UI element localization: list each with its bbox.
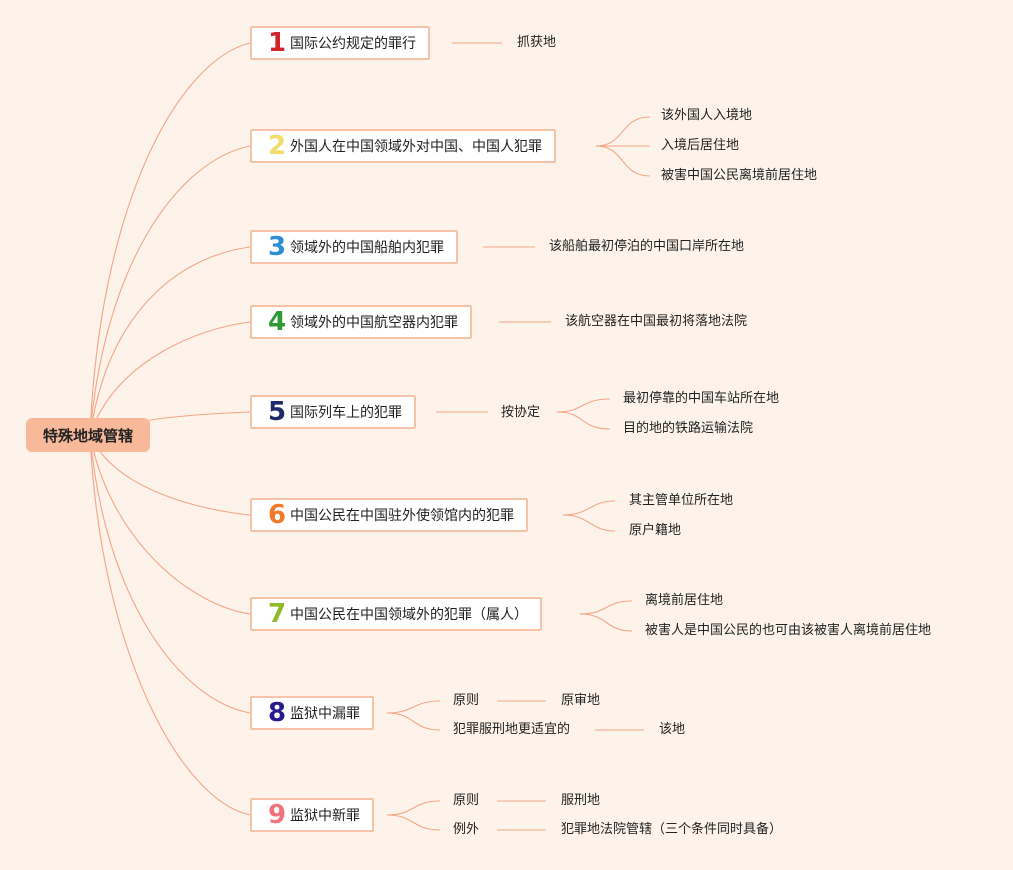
leaf-node[interactable]: 目的地的铁路运输法院 xyxy=(623,421,754,436)
topic-label: 监狱中新罪 xyxy=(290,808,360,824)
leaf-node[interactable]: 例外 xyxy=(453,822,480,837)
leaf-node[interactable]: 该外国人入境地 xyxy=(661,108,753,123)
topic-node-4[interactable]: 4 领域外的中国航空器内犯罪 xyxy=(250,305,472,339)
topic-label: 中国公民在中国驻外使领馆内的犯罪 xyxy=(290,508,514,524)
mid-node[interactable]: 按协定 xyxy=(501,405,541,420)
leaf-node[interactable]: 抓获地 xyxy=(517,35,557,50)
leaf-node[interactable]: 犯罪地法院管辖（三个条件同时具备） xyxy=(561,822,783,837)
topic-label: 领域外的中国航空器内犯罪 xyxy=(290,315,458,331)
leaf-node[interactable]: 该地 xyxy=(659,722,686,737)
leaf-node[interactable]: 该船舶最初停泊的中国口岸所在地 xyxy=(549,239,745,254)
number-badge: 3 xyxy=(268,232,287,262)
topic-node-6[interactable]: 6 中国公民在中国驻外使领馆内的犯罪 xyxy=(250,498,528,532)
leaf-node[interactable]: 入境后居住地 xyxy=(661,138,740,153)
root-node[interactable]: 特殊地域管辖 xyxy=(26,418,150,452)
topic-label: 国际公约规定的罪行 xyxy=(290,36,416,52)
leaf-node[interactable]: 原则 xyxy=(453,693,480,708)
leaf-node[interactable]: 原审地 xyxy=(561,693,601,708)
topic-label: 外国人在中国领域外对中国、中国人犯罪 xyxy=(290,139,542,155)
leaf-node[interactable]: 最初停靠的中国车站所在地 xyxy=(623,391,780,406)
topic-node-9[interactable]: 9 监狱中新罪 xyxy=(250,798,374,832)
leaf-node[interactable]: 该航空器在中国最初将落地法院 xyxy=(565,314,748,329)
topic-node-7[interactable]: 7 中国公民在中国领域外的犯罪（属人） xyxy=(250,597,542,631)
number-badge: 7 xyxy=(268,599,287,629)
topic-node-5[interactable]: 5 国际列车上的犯罪 xyxy=(250,395,416,429)
topic-node-2[interactable]: 2 外国人在中国领域外对中国、中国人犯罪 xyxy=(250,129,556,163)
number-badge: 1 xyxy=(268,28,287,58)
leaf-node[interactable]: 原则 xyxy=(453,793,480,808)
topic-label: 监狱中漏罪 xyxy=(290,706,360,722)
number-badge: 4 xyxy=(268,307,287,337)
leaf-node[interactable]: 服刑地 xyxy=(561,793,601,808)
topic-node-3[interactable]: 3 领域外的中国船舶内犯罪 xyxy=(250,230,458,264)
leaf-node[interactable]: 离境前居住地 xyxy=(645,593,724,608)
number-badge: 9 xyxy=(268,800,287,830)
topic-node-1[interactable]: 1 国际公约规定的罪行 xyxy=(250,26,430,60)
leaf-node[interactable]: 被害人是中国公民的也可由该被害人离境前居住地 xyxy=(645,623,932,638)
number-badge: 5 xyxy=(268,397,287,427)
topic-label: 中国公民在中国领域外的犯罪（属人） xyxy=(290,607,528,623)
number-badge: 6 xyxy=(268,500,287,530)
topic-node-8[interactable]: 8 监狱中漏罪 xyxy=(250,696,374,730)
leaf-node[interactable]: 其主管单位所在地 xyxy=(629,493,734,508)
topic-label: 领域外的中国船舶内犯罪 xyxy=(290,240,444,256)
topic-label: 国际列车上的犯罪 xyxy=(290,405,402,421)
leaf-node[interactable]: 原户籍地 xyxy=(629,523,682,538)
number-badge: 8 xyxy=(268,698,287,728)
leaf-node[interactable]: 被害中国公民离境前居住地 xyxy=(661,168,818,183)
leaf-node[interactable]: 犯罪服刑地更适宜的 xyxy=(453,722,571,737)
number-badge: 2 xyxy=(268,131,287,161)
